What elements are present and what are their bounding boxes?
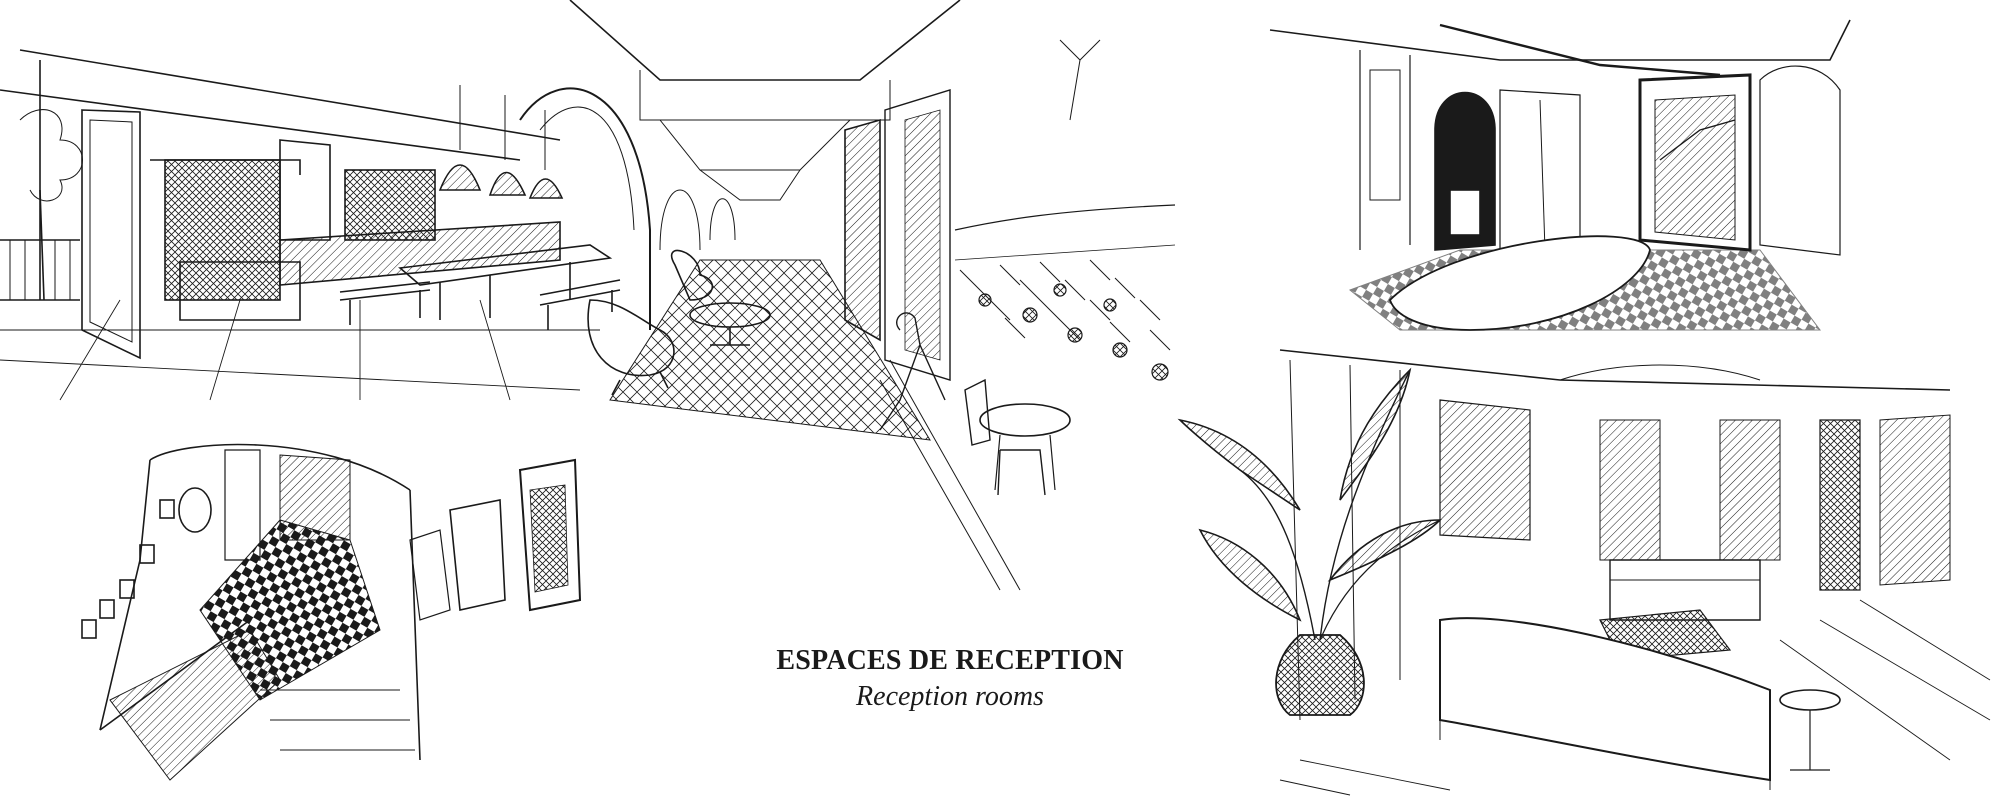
caption-title: ESPACES DE RECEPTION — [776, 645, 1124, 676]
dining-hall-sketch — [0, 49, 651, 401]
herringbone-corridor-sketch — [569, 0, 961, 441]
vineyard-terrace-sketch — [879, 39, 1176, 591]
arched-entrance-hall-sketch — [1269, 19, 1851, 331]
stairwell-gallery-sketch — [81, 443, 582, 781]
caption-subtitle: Reception rooms — [856, 681, 1044, 712]
caption-block: ESPACES DE RECEPTION Reception rooms — [760, 644, 1140, 714]
living-room-sketch — [1177, 349, 1991, 796]
